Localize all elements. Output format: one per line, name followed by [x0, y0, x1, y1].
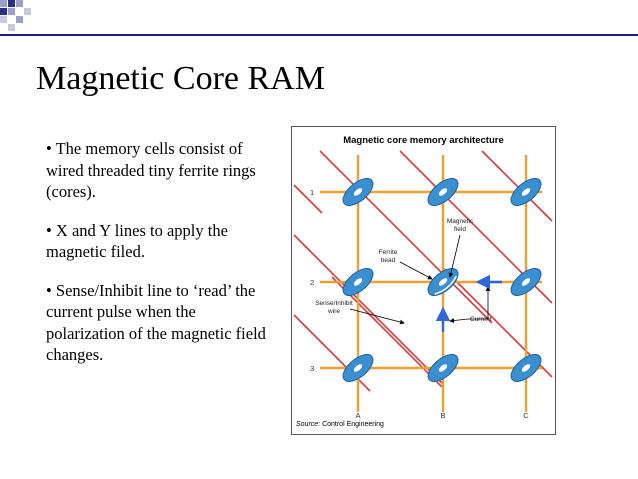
ferrite-bead-label: bead — [381, 257, 396, 264]
current-pointer — [468, 286, 491, 320]
ferrite-core — [427, 178, 459, 206]
bullet-memory-cells: • The memory cells consist of wired thre… — [46, 139, 256, 201]
corner-decoration — [0, 0, 31, 31]
column-label: A — [355, 411, 360, 420]
bullet-list: • The memory cells consist of wired thre… — [46, 138, 271, 383]
sense-inhibit-label: wire — [327, 308, 340, 315]
ferrite-core — [342, 268, 374, 296]
magnetic-field-label: Magnetic — [447, 218, 474, 225]
slide-title: Magnetic Core RAM — [36, 60, 325, 97]
diagram-title: Magnetic core memory architecture — [343, 135, 504, 146]
bullet-xy-lines: • X and Y lines to apply the magnetic fi… — [46, 220, 228, 262]
source-text: Control Engineering — [320, 421, 384, 428]
current-label: Current — [470, 316, 492, 323]
ferrite-core — [342, 354, 374, 382]
row-label: 1 — [310, 188, 314, 197]
ferrite-core — [342, 178, 374, 206]
ferrite-core — [510, 268, 542, 296]
column-label: C — [523, 411, 529, 420]
ferrite-cores — [342, 178, 542, 382]
row-label: 2 — [310, 278, 314, 287]
row-label: 3 — [310, 364, 314, 373]
ferrite-core — [510, 178, 542, 206]
ferrite-bead-pointer — [399, 261, 433, 280]
magnetic-field-pointer — [448, 234, 461, 278]
source-label: Source: — [296, 421, 320, 428]
title-rule — [0, 34, 638, 36]
current-pointer — [449, 318, 469, 323]
sense-inhibit-pointer — [349, 308, 405, 325]
sense-inhibit-lines — [293, 150, 553, 392]
ferrite-core — [427, 354, 459, 382]
sense-inhibit-label: Sense/Inhibit — [315, 300, 353, 307]
ferrite-core — [510, 354, 542, 382]
core-memory-diagram: Magnetic core memory architecture — [291, 126, 556, 435]
ferrite-bead-label: Ferrite — [379, 249, 398, 256]
column-label: B — [440, 411, 445, 420]
source-caption: Source: Control Engineering — [296, 421, 384, 428]
bullet-sense-inhibit: • Sense/Inhibit line to ‘read’ the curre… — [46, 280, 266, 365]
magnetic-field-label: field — [454, 226, 466, 233]
